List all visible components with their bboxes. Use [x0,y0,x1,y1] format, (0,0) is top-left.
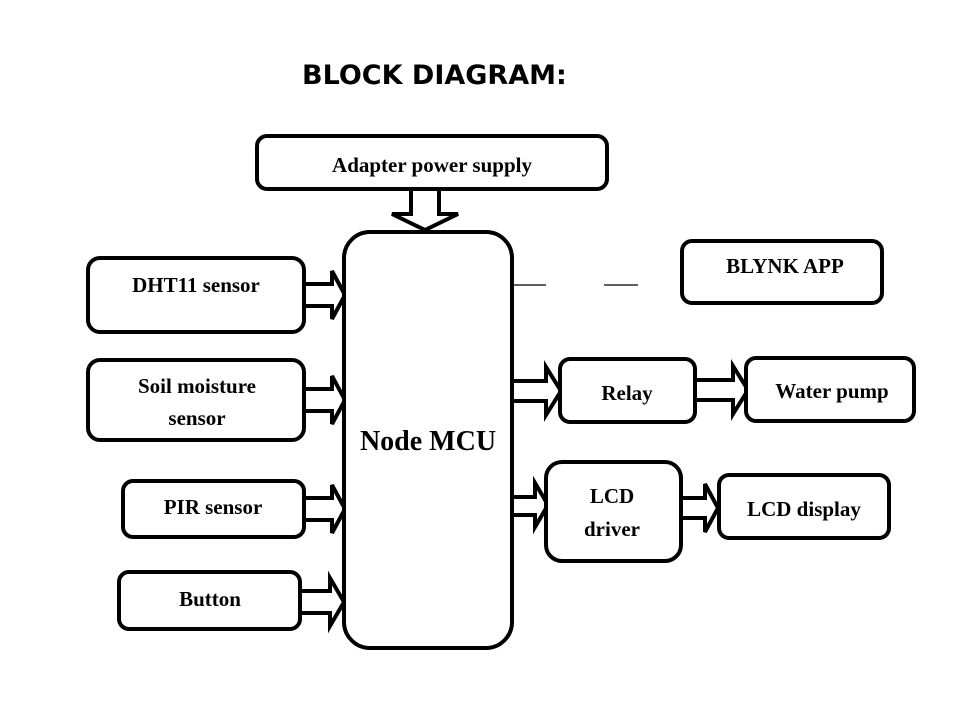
button-label: Button [179,587,241,611]
nodemcu-label: Node MCU [360,426,496,457]
block-pir-sensor: PIR sensor [121,479,306,539]
arrow-lcd-driver-to-lcd-display [681,483,721,533]
arrow-soil-to-nodemcu [304,375,348,425]
lcd-driver-label-line1: LCD [590,484,634,508]
block-adapter-power-supply: Adapter power supply [255,134,609,191]
arrow-pir-to-nodemcu [304,484,348,534]
relay-label: Relay [601,381,653,405]
soil-label-line2: sensor [168,406,225,430]
block-lcd-driver: LCD driver [544,460,683,563]
soil-label-line1: Soil moisture [138,374,256,398]
adapter-label: Adapter power supply [332,153,532,177]
arrow-dht11-to-nodemcu [304,270,348,320]
block-lcd-display: LCD display [717,473,891,540]
block-button: Button [117,570,302,631]
block-node-mcu: Node MCU [342,230,514,650]
block-blynk-app: BLYNK APP [680,239,884,305]
diagram-title: BLOCK DIAGRAM: [302,60,567,91]
block-soil-moisture-sensor: Soil moisture sensor [86,358,306,442]
arrow-nodemcu-to-lcd-driver [512,475,551,535]
arrow-relay-to-pump [695,359,751,421]
lcd-display-label: LCD display [747,497,861,521]
block-relay: Relay [558,357,697,424]
water-pump-label: Water pump [775,379,888,403]
pir-label: PIR sensor [164,495,263,519]
blynk-label: BLYNK APP [726,254,844,278]
block-dht11-sensor: DHT11 sensor [86,256,306,334]
lcd-driver-label-line2: driver [584,517,640,541]
arrow-nodemcu-to-relay [512,360,564,422]
block-water-pump: Water pump [744,356,916,423]
dht11-label: DHT11 sensor [132,273,260,297]
arrow-button-to-nodemcu [300,570,347,634]
arrow-adapter-to-nodemcu [391,190,459,233]
